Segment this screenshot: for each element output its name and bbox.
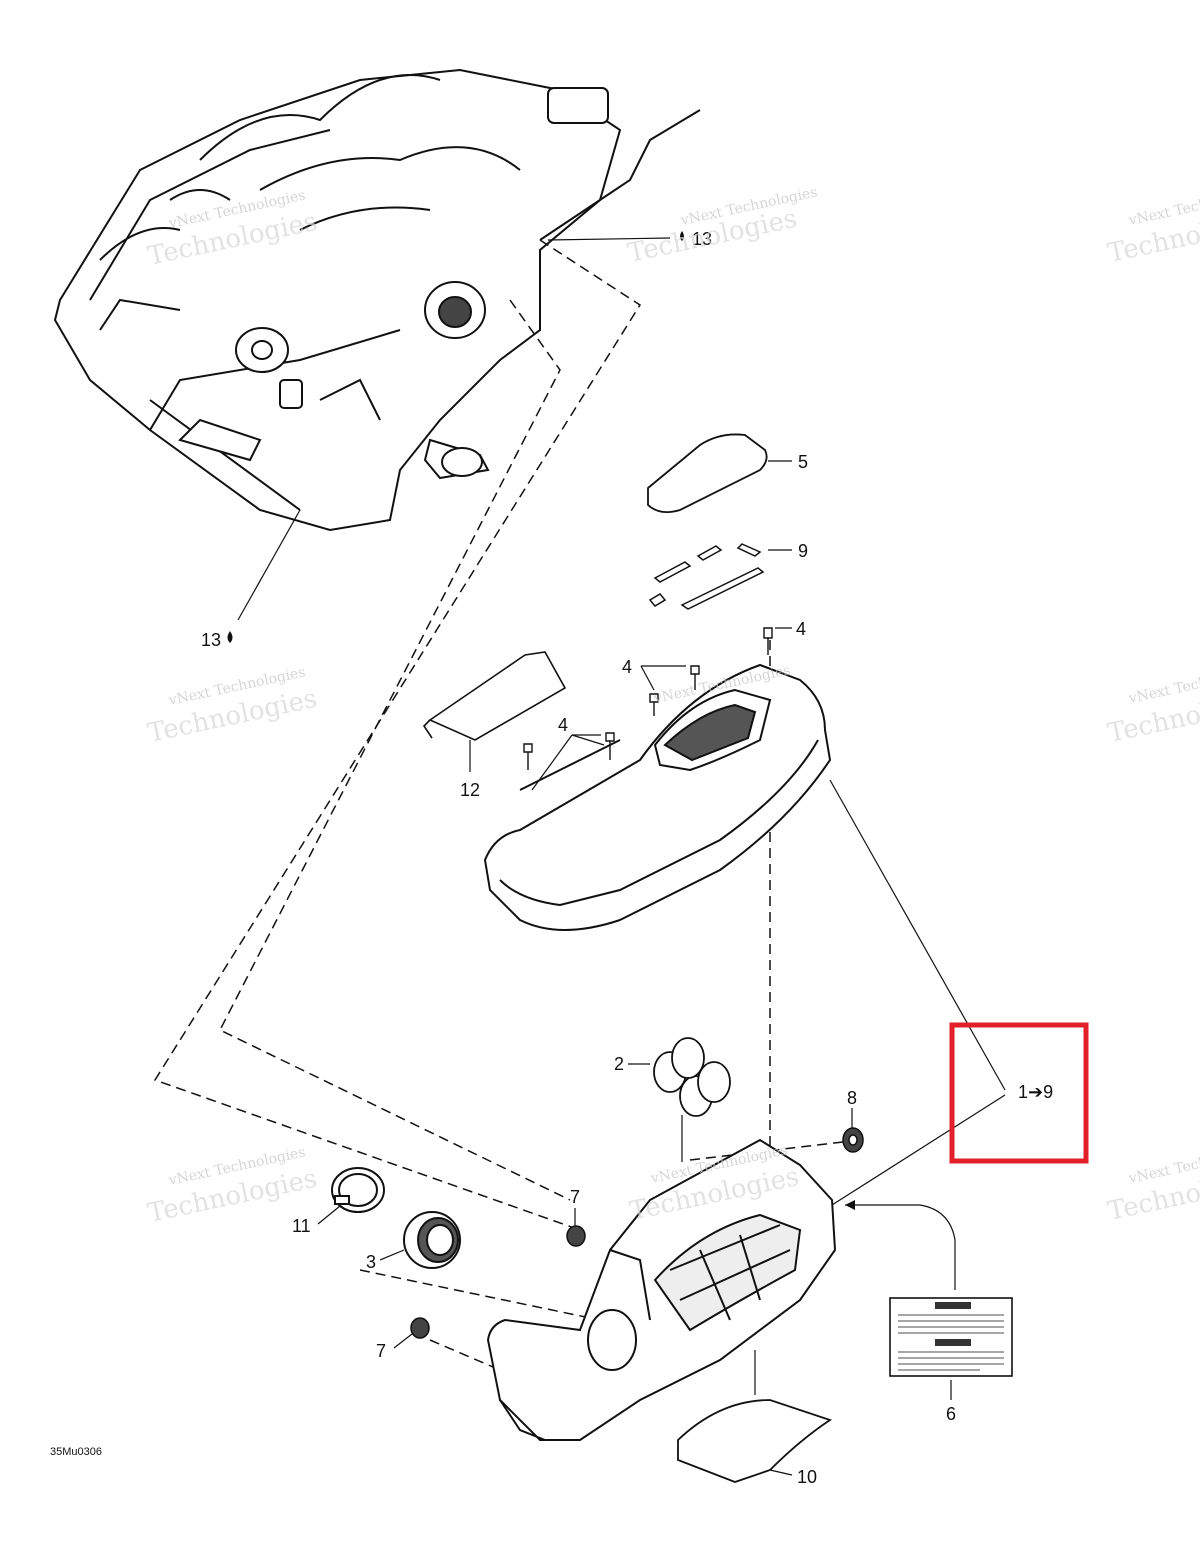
leader-13 [237, 237, 671, 621]
leader-11 [317, 1205, 341, 1225]
highlight-box [949, 1022, 1089, 1164]
callout-6: 6 [946, 1404, 956, 1424]
callout-2: 2 [614, 1054, 624, 1074]
callout-13-top: 13 [692, 229, 712, 249]
watermark-text: vNext Technologies [1127, 662, 1200, 707]
air-filter-part [647, 433, 768, 514]
leader-range-lower [831, 1094, 1006, 1206]
nuts-part [410, 1225, 586, 1339]
foam-pad-part [677, 1399, 833, 1483]
engine-illustration [53, 68, 701, 532]
adapter-part [403, 1211, 461, 1269]
plugs-part [653, 1037, 731, 1117]
callout-5: 5 [798, 452, 808, 472]
airbox-lower-housing [486, 1138, 837, 1441]
oil-drop-icon [680, 231, 684, 241]
callout-4-left: 4 [558, 715, 568, 735]
arrow-6 [845, 1200, 855, 1210]
callout-4-top: 4 [796, 619, 806, 639]
grommet-part [842, 1127, 864, 1153]
foam-strips-part [648, 543, 765, 610]
leader-7b [393, 1333, 413, 1349]
leader-6 [845, 1204, 956, 1290]
warning-label-part [889, 1297, 1013, 1377]
leader-10b [769, 1469, 793, 1476]
callout-10: 10 [797, 1467, 817, 1487]
drawing-code: 35Mu0306 [50, 1446, 102, 1458]
callout-7-bottom: 7 [376, 1341, 386, 1361]
leader-3 [379, 1249, 405, 1261]
screws-part [523, 627, 773, 770]
callout-4-mid: 4 [622, 657, 632, 677]
callout-11: 11 [292, 1216, 311, 1236]
plate-part [422, 651, 567, 741]
callout-8: 8 [847, 1088, 857, 1108]
leader-range-upper [829, 779, 1006, 1091]
oil-drop-icon [227, 631, 233, 643]
callout-range: 1➔9 [1018, 1082, 1053, 1102]
callout-13-bottom: 13 [201, 630, 221, 650]
callout-3: 3 [366, 1252, 376, 1272]
callout-7-top: 7 [570, 1187, 580, 1207]
clamp-part [331, 1167, 385, 1213]
airbox-upper-cover [483, 663, 832, 931]
callout-9: 9 [798, 541, 808, 561]
callout-12: 12 [460, 780, 480, 800]
